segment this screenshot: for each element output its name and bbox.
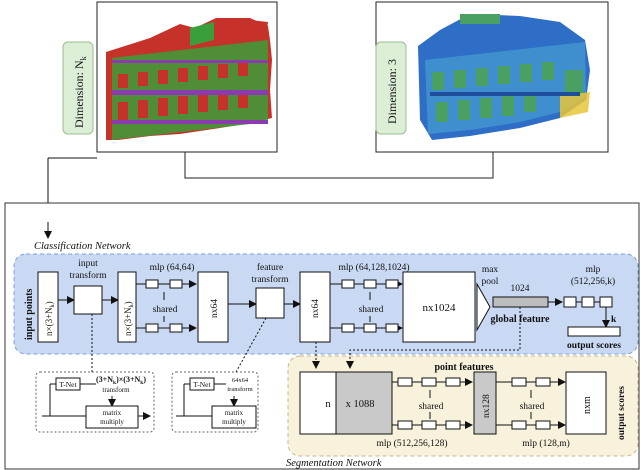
transformed-matrix-label: n×(3+Nk) bbox=[123, 301, 135, 336]
nx64-box-b bbox=[299, 271, 331, 343]
mlp3-label-2: (512,256,k) bbox=[571, 276, 615, 287]
mlp2-label: mlp (64,128,1024) bbox=[339, 262, 410, 273]
seg-1088-box bbox=[335, 371, 393, 435]
seg-nx128-label: nx128 bbox=[482, 394, 492, 418]
k-label: k bbox=[611, 315, 617, 325]
seg-1088-label: x 1088 bbox=[346, 399, 375, 410]
left-pointcloud-image bbox=[106, 18, 272, 140]
seg-mlp1-block bbox=[392, 377, 473, 430]
feature-transform-label-1: feature bbox=[257, 262, 283, 273]
left-dimension-label: Dimension: Nk bbox=[72, 56, 88, 128]
mlp1-label: mlp (64,64) bbox=[150, 262, 195, 273]
seg-output-scores: output scores bbox=[617, 386, 627, 440]
mlp3-label-1: mlp bbox=[586, 265, 601, 275]
top-section: Dimension: Nk Dimension: 3 bbox=[47, 1, 609, 236]
tnet-feature-matrix-1: matrix bbox=[225, 409, 244, 417]
feature-transform-box bbox=[255, 287, 285, 319]
tnet-feature-matrix-2: multiply bbox=[222, 418, 246, 426]
right-dimension-label: Dimension: 3 bbox=[385, 59, 399, 124]
seg-shared1-label: shared bbox=[419, 402, 444, 412]
input-points-label: input points bbox=[24, 288, 35, 340]
nx1024-label: nx1024 bbox=[423, 302, 457, 314]
global-feature-size: 1024 bbox=[511, 284, 530, 294]
nx1024-box bbox=[402, 271, 476, 343]
panel-connector bbox=[184, 152, 494, 179]
class-output-scores: output scores bbox=[567, 341, 621, 351]
nx64-label-a: nx64 bbox=[210, 299, 220, 318]
point-features-label: point features bbox=[435, 362, 494, 373]
seg-nxm-box bbox=[565, 371, 607, 435]
seg-mlp2-block bbox=[496, 377, 566, 430]
feature-transform-label-2: transform bbox=[252, 274, 290, 285]
seg-mlp1-label: mlp (512,256,128) bbox=[377, 438, 448, 449]
nx64-label-b: nx64 bbox=[311, 299, 321, 318]
seg-shared2-label: shared bbox=[520, 402, 545, 412]
transformed-matrix-box bbox=[117, 271, 137, 343]
seg-nxm-label: nxm bbox=[582, 396, 593, 414]
tnet-input-label: (3+Nk)×(3+Nk) bbox=[96, 375, 146, 386]
classification-title: Classification Network bbox=[34, 241, 131, 252]
nx64-box-a bbox=[197, 271, 229, 343]
tnet-feature-diagram bbox=[176, 377, 257, 429]
tnet-feature-label-1: 64x64 bbox=[232, 377, 249, 384]
input-transform-label-1: input bbox=[78, 259, 98, 269]
tnet-input-matrix-2: multiply bbox=[100, 418, 124, 426]
tnet-input-transform: transform bbox=[102, 386, 130, 394]
max-pool-label-1: max bbox=[482, 265, 499, 275]
left-dimension-box bbox=[62, 41, 94, 135]
tnet-input-matrix-1: matrix bbox=[103, 409, 122, 417]
seg-n-label: n bbox=[325, 399, 331, 410]
mlp1-shared-block bbox=[136, 279, 197, 333]
right-pointcloud-image bbox=[418, 14, 590, 140]
input-transform-label-2: transform bbox=[70, 270, 108, 281]
class-output-bar bbox=[567, 326, 621, 337]
mlp3-block bbox=[563, 296, 613, 328]
shared2-label: shared bbox=[359, 305, 384, 315]
segmentation-title: Segmentation Network bbox=[286, 458, 382, 469]
right-dimension-box bbox=[375, 41, 407, 135]
seg-mlp2-label: mlp (128,m) bbox=[522, 438, 570, 449]
global-feature-bar bbox=[492, 296, 549, 308]
mlp2-shared-block bbox=[330, 279, 403, 333]
input-matrix-label: n×(3+Nk) bbox=[44, 301, 56, 336]
seg-nx128-box bbox=[473, 371, 497, 435]
shared1-label: shared bbox=[153, 305, 178, 315]
tnet-feature-tnet: T-Net bbox=[193, 380, 211, 389]
tnet-feature-label-2: transform bbox=[227, 386, 252, 393]
max-pool-arrow bbox=[476, 282, 491, 332]
input-matrix-box bbox=[37, 271, 59, 343]
tnet-input-diagram bbox=[42, 377, 151, 429]
max-pool-label-2: pool bbox=[482, 277, 499, 287]
input-transform-box bbox=[73, 285, 103, 315]
tnet-input-tnet: T-Net bbox=[59, 380, 77, 389]
seg-n-box bbox=[299, 371, 337, 435]
